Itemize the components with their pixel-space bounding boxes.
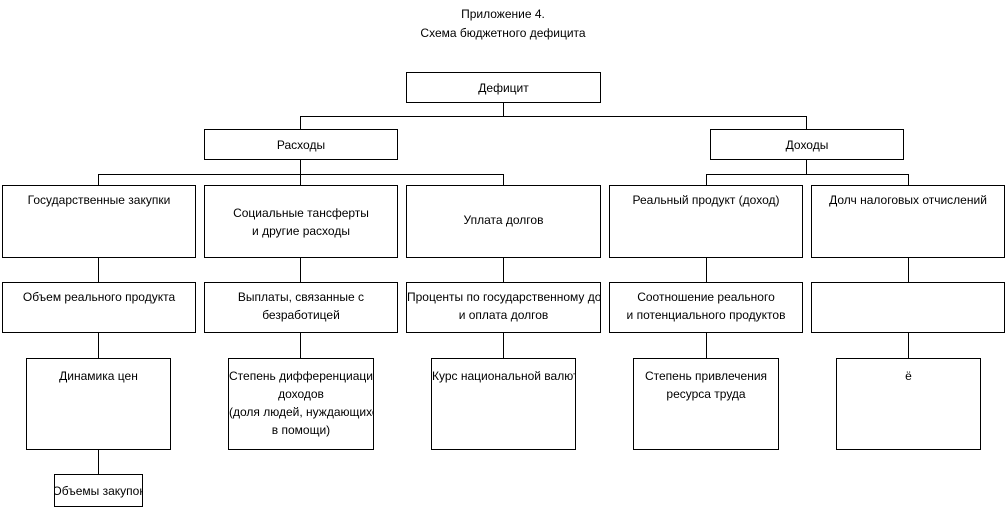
node-debt-interest: Проценты по государственному долгу и опл… (406, 282, 601, 333)
node-purchase-volume: Объемы закупок (54, 474, 143, 507)
node-tax-share: Долч налоговых отчислений (811, 185, 1005, 258)
debt-interest-line-2: и оплата долгов (458, 308, 549, 322)
labor-line-2: ресурса труда (666, 387, 746, 401)
debt-interest-line-1: Проценты по государственному долгу (407, 290, 601, 304)
node-labor-involvement: Степень привлечения ресурса труда (633, 358, 779, 450)
social-transfers-line-2: и другие расходы (252, 223, 350, 238)
diff-line-1: Степень дифференциации (229, 369, 374, 383)
unemployment-line-1: Выплаты, связанные с (237, 290, 365, 304)
labor-line-1: Степень привлечения (644, 369, 768, 383)
node-real-potential-ratio: Соотношение реального и потенциального п… (609, 282, 803, 333)
node-social-transfers: Социальные тансферты и другие расходы (204, 185, 398, 258)
ratio-line-1: Соотношение реального (637, 290, 775, 304)
node-real-product-volume: Объем реального продукта (2, 282, 196, 333)
social-transfers-line-1: Социальные тансферты (233, 205, 369, 220)
diagram-title-line-2: Схема бюджетного дефицита (420, 26, 586, 40)
diff-line-4: в помощи) (271, 423, 331, 437)
node-income-differentiation: Степень дифференциации доходов (доля люд… (228, 358, 374, 450)
node-empty (811, 282, 1005, 333)
ratio-line-2: и потенциального продуктов (626, 308, 786, 322)
node-exchange-rate: Курс национальной валюты (431, 358, 576, 450)
unemployment-line-2: безработицей (262, 308, 340, 322)
node-deficit: Дефицит (406, 72, 601, 103)
diff-line-2: доходов (278, 387, 324, 401)
node-yo: ё (836, 358, 981, 450)
diagram-title-line-1: Приложение 4. (461, 7, 545, 21)
node-gov-purchases: Государственные закупки (2, 185, 196, 258)
node-price-dynamics: Динамика цен (26, 358, 171, 450)
node-unemployment-payments: Выплаты, связанные с безработицей (204, 282, 398, 333)
node-debt-payment: Уплата долгов (406, 185, 601, 258)
node-real-product: Реальный продукт (доход) (609, 185, 803, 258)
node-expenses: Расходы (204, 129, 398, 160)
node-income: Доходы (710, 129, 904, 160)
diff-line-3: (доля людей, нуждающихся (229, 405, 374, 419)
